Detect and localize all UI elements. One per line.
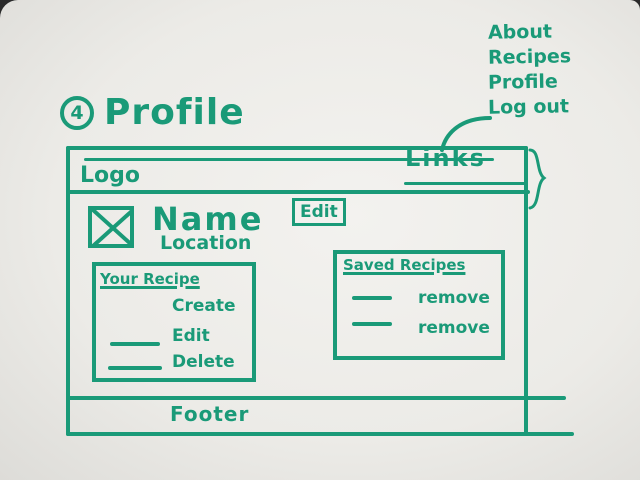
your-recipes-title: Your Recipe — [100, 270, 200, 288]
frame-right-border — [524, 146, 528, 436]
saved-item-line — [352, 322, 392, 326]
saved-recipes-title: Saved Recipes — [343, 256, 466, 274]
header-divider — [66, 190, 530, 194]
page-title: Profile — [104, 92, 245, 133]
header-top-line — [84, 158, 494, 161]
remove-saved-recipe-button[interactable]: remove — [418, 318, 490, 338]
edit-recipe-button[interactable]: Edit — [172, 326, 210, 346]
remove-saved-recipe-button[interactable]: remove — [418, 288, 490, 308]
frame-top-border — [66, 146, 528, 150]
logo[interactable]: Logo — [80, 163, 140, 188]
footer: Footer — [170, 402, 250, 426]
frame-bottom-border — [66, 432, 574, 436]
links-underline — [404, 182, 526, 185]
your-recipes-panel — [92, 262, 256, 382]
profile-name: Name — [152, 200, 264, 238]
saved-item-line — [352, 296, 392, 300]
recipe-item-line — [110, 342, 160, 346]
edit-profile-button[interactable]: Edit — [292, 198, 346, 226]
header-links[interactable]: Links — [405, 144, 486, 172]
avatar-placeholder-icon — [88, 206, 134, 248]
recipe-item-line — [108, 366, 162, 370]
footer-divider — [66, 396, 566, 400]
create-recipe-button[interactable]: Create — [172, 296, 236, 316]
delete-recipe-button[interactable]: Delete — [172, 352, 235, 372]
step-number-badge: 4 — [60, 96, 94, 130]
saved-recipes-panel — [333, 250, 505, 360]
profile-location: Location — [160, 232, 252, 254]
frame-left-border — [66, 146, 70, 436]
